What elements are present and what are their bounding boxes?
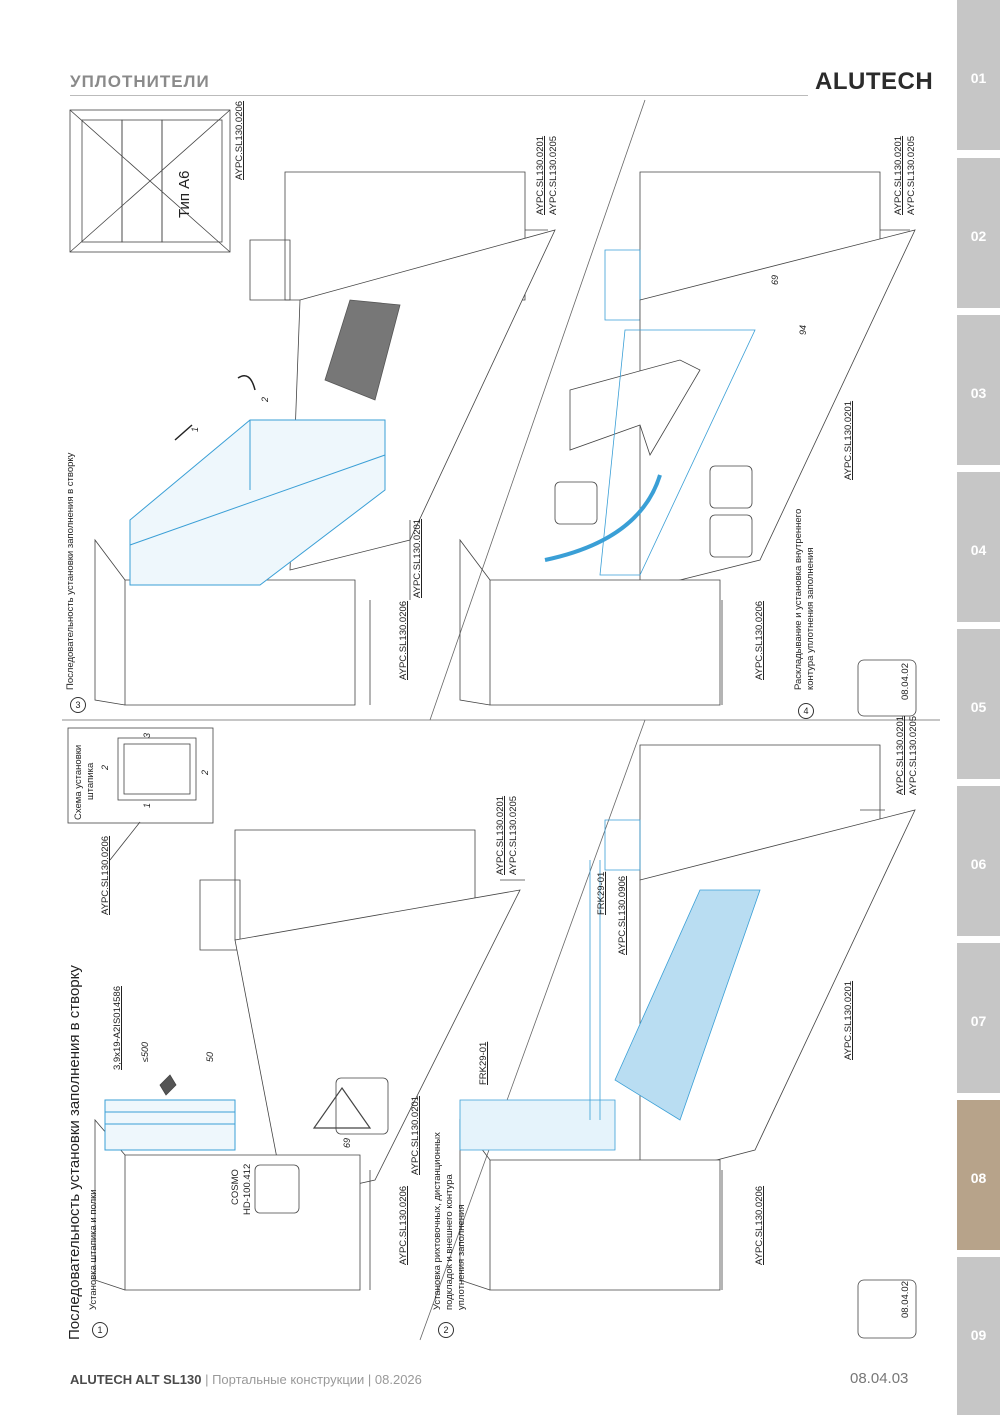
tab-04[interactable]: 04 [957,472,1000,622]
scheme-label-line-1: Схема установки [73,744,84,820]
label-0201-q1: AYPC.SL130.0201 [495,795,506,875]
tab-08[interactable]: 08 [957,1100,1000,1250]
dim-94-q4: 94 [798,324,808,335]
step-2-caption-line-1: Установка рихтовочных, дистанционных [432,1132,443,1310]
step-4-caption-line-2: контура уплотнения заполнения [805,547,816,690]
type-label: Тип А6 [176,170,193,218]
arrow-label-2: 2 [260,396,270,402]
arrow-label-1: 1 [190,426,200,432]
dim-50: 50 [205,1051,215,1062]
label-0205-q1: AYPC.SL130.0205 [508,795,519,875]
tab-06[interactable]: 06 [957,786,1000,936]
label-0206-q3-top: AYPC.SL130.0206 [234,100,245,180]
label-0206-q3: AYPC.SL130.0206 [398,600,409,680]
step-2-caption-line-2: подкладок и внешнего контура [444,1174,455,1310]
step-4-number: 4 [798,703,814,719]
header-divider [70,95,808,96]
cosmo-label-2: HD-100.412 [242,1163,253,1215]
scheme-side-1: 1 [142,802,152,808]
label-0206-q1: AYPC.SL130.0206 [398,1185,409,1265]
scheme-side-3: 3 [142,732,152,738]
tab-01[interactable]: 01 [957,0,1000,150]
ref-08-04-02-q4: 08.04.02 [900,663,911,700]
scheme-label-line-2: штапика [85,762,96,800]
label-0205-q2: AYPC.SL130.0205 [908,715,919,795]
footer-product-line: ALUTECH ALT SL130 | Портальные конструкц… [70,1372,422,1387]
chapter-tabs: 01 02 03 04 05 06 07 08 09 [957,0,1000,1415]
tab-09[interactable]: 09 [957,1257,1000,1415]
step-1-number: 1 [92,1322,108,1338]
label-0206-q4: AYPC.SL130.0206 [754,600,765,680]
dim-500: ≤500 [140,1042,150,1062]
step-2-number: 2 [438,1322,454,1338]
label-0201-q3: AYPC.SL130.0201 [535,135,546,215]
label-0201-q1-bottom: AYPC.SL130.0201 [410,1095,421,1175]
label-0201-q4-bottom: AYPC.SL130.0201 [843,400,854,480]
step-2-caption-line-3: уплотнения заполнения [456,1204,467,1310]
page-number: 08.04.03 [850,1370,909,1387]
step-4-caption-line-1: Раскладывание и установка внутреннего [793,508,804,690]
section-title: УПЛОТНИТЕЛИ [70,72,210,91]
label-0201-q2: AYPC.SL130.0201 [895,715,906,795]
screw-label: 3,9x19-A2IS014586 [112,986,123,1070]
scheme-side-2: 2 [100,764,110,770]
step-1-caption: Установка штапика и полки [88,1189,99,1310]
step-3-caption: Последовательность установки заполнения … [65,452,76,690]
assembly-drawing [62,99,940,1341]
tab-02[interactable]: 02 [957,158,1000,308]
step-3-number: 3 [70,697,86,713]
label-frk-top: FRK29-01 [596,871,607,915]
label-0205-q4: AYPC.SL130.0205 [906,135,917,215]
label-frk-bottom: FRK29-01 [478,1041,489,1085]
footer-rest: | Портальные конструкции | 08.2026 [201,1372,422,1387]
tab-03[interactable]: 03 [957,315,1000,465]
cosmo-label-1: COSMO [230,1169,241,1205]
label-0205-q3: AYPC.SL130.0205 [548,135,559,215]
label-0201-q2-bottom: AYPC.SL130.0201 [843,980,854,1060]
footer-product: ALUTECH ALT SL130 [70,1372,202,1387]
brand-logo: ALUTECH [815,68,934,95]
label-0201-q3-bottom: AYPC.SL130.0201 [412,518,423,598]
dim-69-q4: 69 [770,274,780,285]
tab-05[interactable]: 05 [957,629,1000,779]
scheme-side-2b: 2 [200,769,210,775]
label-0206-q2: AYPC.SL130.0206 [754,1185,765,1265]
label-0206-scheme: AYPC.SL130.0206 [100,835,111,915]
drawing-title: Последовательность установки заполнения … [66,965,83,1340]
label-0201-q4: AYPC.SL130.0201 [893,135,904,215]
ref-08-04-02-q2: 08.04.02 [900,1281,911,1318]
label-0906: AYPC.SL130.0906 [617,875,628,955]
tab-07[interactable]: 07 [957,943,1000,1093]
dim-69-q1: 69 [342,1137,352,1148]
